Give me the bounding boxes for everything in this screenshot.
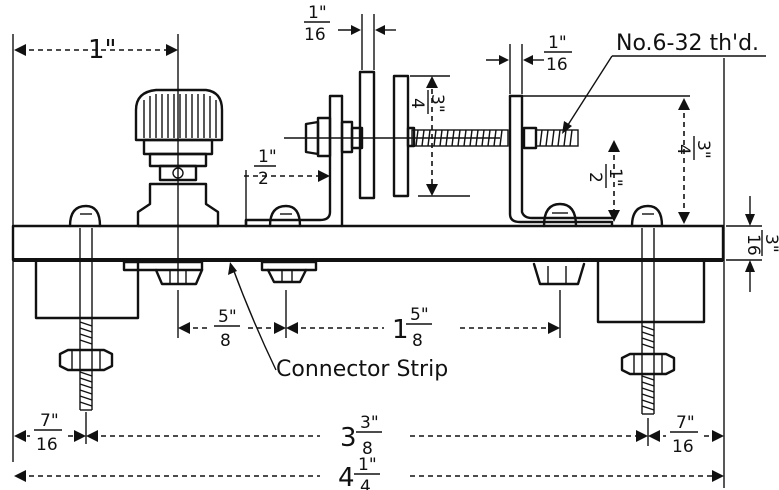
connector-strip-leader bbox=[228, 262, 277, 371]
left-foot bbox=[34, 260, 140, 320]
svg-text:4: 4 bbox=[360, 477, 371, 490]
dimension-top-1in bbox=[14, 44, 178, 56]
right-bracket-screw bbox=[532, 202, 586, 286]
svg-text:16: 16 bbox=[546, 55, 568, 75]
plate-a bbox=[358, 70, 376, 200]
svg-text:1": 1" bbox=[258, 147, 277, 167]
thread-callout-label: No.6-32 th'd. bbox=[616, 31, 759, 56]
threaded-rod bbox=[411, 126, 579, 150]
svg-text:16: 16 bbox=[36, 435, 58, 455]
binding-post-knob bbox=[134, 88, 224, 228]
dim-bottom-left-7-16-label: 7" 16 bbox=[34, 411, 62, 455]
svg-text:5": 5" bbox=[410, 305, 429, 325]
svg-text:16: 16 bbox=[743, 234, 763, 256]
dimension-right-3-4 bbox=[678, 98, 690, 224]
base-board bbox=[11, 224, 725, 262]
dimension-3-3-8 bbox=[86, 430, 648, 442]
svg-text:4: 4 bbox=[407, 98, 427, 109]
dimension-left-16th bbox=[338, 25, 396, 35]
svg-text:2: 2 bbox=[585, 172, 605, 183]
dimension-board-3-16 bbox=[745, 196, 755, 292]
thread-leader bbox=[562, 55, 766, 134]
svg-text:2: 2 bbox=[258, 169, 269, 189]
dim-right-half-label: 1" 2 bbox=[585, 164, 625, 188]
svg-text:8: 8 bbox=[412, 331, 423, 351]
right-foot-screw bbox=[620, 204, 676, 415]
center-screw bbox=[260, 204, 318, 284]
dimension-4-1-4 bbox=[14, 470, 724, 482]
dim-bottom-right-7-16-label: 7" 16 bbox=[670, 413, 698, 457]
dimension-bottom-right-7-16 bbox=[648, 430, 724, 442]
knob-nut bbox=[122, 260, 204, 286]
dim-plate-3-4-label: 3" 4 bbox=[407, 90, 447, 114]
dim-top-1in-label: 1" bbox=[88, 35, 117, 65]
dimension-right-half bbox=[608, 140, 620, 222]
svg-text:16: 16 bbox=[304, 25, 326, 45]
svg-text:3": 3" bbox=[360, 413, 379, 433]
svg-text:7": 7" bbox=[676, 413, 695, 433]
svg-text:1": 1" bbox=[358, 455, 377, 475]
svg-text:16: 16 bbox=[672, 437, 694, 457]
right-bracket bbox=[508, 94, 614, 228]
dim-3-3-8-label: 3 3" 8 bbox=[340, 413, 382, 459]
right-foot bbox=[596, 260, 706, 324]
svg-text:3": 3" bbox=[761, 234, 779, 253]
dimension-bottom-left-7-16 bbox=[14, 430, 86, 442]
dim-5-8-label: 5" 8 bbox=[214, 307, 240, 351]
dimension-right-16th bbox=[486, 55, 544, 65]
svg-text:7": 7" bbox=[40, 411, 59, 431]
svg-text:1": 1" bbox=[548, 33, 567, 53]
svg-text:3": 3" bbox=[693, 140, 713, 159]
left-bracket bbox=[244, 94, 364, 228]
dim-left-16th-label: 1" 16 bbox=[304, 3, 330, 45]
svg-text:3: 3 bbox=[340, 423, 357, 453]
dimension-left-half bbox=[244, 170, 330, 220]
svg-text:4: 4 bbox=[673, 144, 693, 155]
dim-1-5-8-label: 1 5" 8 bbox=[392, 305, 432, 351]
svg-text:3": 3" bbox=[427, 94, 447, 113]
dimension-1-5-8 bbox=[286, 322, 560, 334]
dim-left-half-label: 1" 2 bbox=[254, 147, 277, 189]
svg-text:1: 1 bbox=[392, 315, 409, 345]
svg-text:8: 8 bbox=[362, 439, 373, 459]
dim-right-3-4-label: 3" 4 bbox=[673, 136, 713, 160]
svg-text:1": 1" bbox=[308, 3, 327, 23]
left-foot-screw bbox=[58, 204, 114, 411]
dimension-plate-3-4 bbox=[410, 75, 450, 196]
svg-text:1": 1" bbox=[605, 168, 625, 187]
svg-text:4: 4 bbox=[338, 463, 355, 490]
dimension-5-8 bbox=[178, 322, 286, 334]
plate-b bbox=[392, 74, 416, 198]
svg-text:8: 8 bbox=[220, 331, 231, 351]
connector-strip-label: Connector Strip bbox=[276, 357, 448, 382]
dim-right-16th-label: 1" 16 bbox=[544, 33, 572, 75]
dim-board-3-16-label: 3" 16 bbox=[743, 230, 779, 256]
svg-text:5": 5" bbox=[218, 307, 237, 327]
extension-lines bbox=[12, 14, 762, 488]
dim-4-1-4-label: 4 1" 4 bbox=[338, 455, 380, 490]
